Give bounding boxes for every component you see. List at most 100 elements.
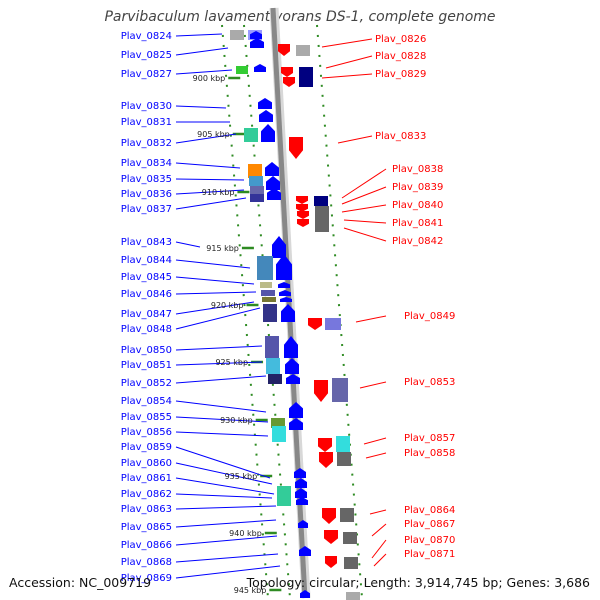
gene-leader-line [363, 437, 387, 445]
reverse-gene-arrow [308, 318, 322, 330]
gene-leader-line [175, 259, 251, 269]
cog-color-block [268, 374, 282, 384]
genome-summary-text: Topology: circular; Length: 3,914,745 bp… [246, 575, 590, 590]
forward-gene-arrow [286, 374, 300, 384]
gene-leader-line [337, 135, 373, 144]
gene-label-left: Plav_0861 [121, 473, 172, 484]
gene-label-right: Plav_0870 [404, 535, 455, 546]
gene-leader-line [175, 493, 273, 499]
cog-color-block [346, 592, 360, 600]
gene-label-left: Plav_0843 [121, 237, 172, 248]
gene-label-left: Plav_0832 [121, 138, 172, 149]
forward-gene-arrow [280, 297, 292, 302]
forward-gene-arrow [250, 38, 264, 48]
ruler-label: 905 kbp [197, 130, 230, 139]
cog-color-block [325, 318, 341, 330]
cog-color-block [250, 186, 264, 194]
gene-label-right: Plav_0871 [404, 549, 455, 560]
gene-label-left: Plav_0852 [121, 378, 172, 389]
reverse-gene-arrow [325, 556, 337, 568]
forward-gene-arrow [296, 497, 308, 505]
gene-label-right: Plav_0826 [375, 34, 426, 45]
cog-color-block [299, 67, 313, 87]
gene-label-left: Plav_0868 [121, 557, 172, 568]
gene-leader-line [371, 523, 387, 537]
cog-color-block [263, 304, 277, 322]
cog-color-block [249, 176, 263, 186]
cog-color-block [265, 336, 279, 358]
gene-label-right: Plav_0849 [404, 311, 455, 322]
gene-leader-line [359, 381, 387, 389]
gene-label-right: Plav_0841 [392, 218, 443, 229]
cog-color-block [248, 164, 262, 178]
gene-label-right: Plav_0840 [392, 200, 443, 211]
ruler-label: 910 kbp [202, 188, 235, 197]
gene-label-left: Plav_0845 [121, 272, 172, 283]
gene-leader-line [175, 301, 255, 315]
cog-color-block [262, 297, 276, 302]
gene-leader-line [175, 477, 275, 495]
gene-label-right: Plav_0858 [404, 448, 455, 459]
cog-color-block [296, 45, 310, 56]
gene-leader-line [175, 462, 273, 485]
forward-gene-arrow [259, 110, 273, 122]
gene-leader-line [175, 505, 277, 510]
forward-gene-arrow [299, 546, 311, 556]
gene-label-left: Plav_0856 [121, 427, 172, 438]
cog-color-block [244, 128, 258, 142]
gene-leader-line [175, 446, 271, 479]
gene-leader-line [175, 345, 263, 351]
gene-leader-line [341, 186, 387, 205]
cog-color-block [337, 452, 351, 466]
cog-color-block [315, 206, 329, 232]
gene-label-right: Plav_0838 [392, 164, 443, 175]
gene-label-left: Plav_0825 [121, 50, 172, 61]
forward-gene-arrow [295, 478, 307, 488]
gene-leader-line [343, 227, 387, 242]
gene-label-left: Plav_0846 [121, 289, 172, 300]
forward-gene-arrow [267, 188, 281, 200]
gene-label-right: Plav_0842 [392, 236, 443, 247]
gene-leader-line [369, 509, 387, 515]
cog-color-block [250, 194, 264, 202]
gene-label-left: Plav_0837 [121, 204, 172, 215]
gene-leader-line [321, 73, 373, 79]
gene-label-left: Plav_0844 [121, 255, 172, 266]
gene-leader-line [175, 33, 223, 37]
reverse-gene-arrow [296, 204, 308, 212]
gene-leader-line [175, 291, 257, 295]
forward-gene-arrow [289, 402, 303, 418]
cog-color-block [336, 436, 350, 452]
gene-label-left: Plav_0854 [121, 396, 172, 407]
gene-leader-line [175, 162, 241, 169]
forward-gene-arrow [281, 304, 295, 322]
reverse-gene-arrow [322, 508, 336, 524]
cog-color-block [332, 378, 348, 402]
forward-gene-arrow [285, 358, 299, 374]
reverse-gene-arrow [319, 452, 333, 468]
gene-label-left: Plav_0830 [121, 101, 172, 112]
gene-leader-line [175, 416, 269, 423]
forward-gene-arrow [254, 64, 266, 72]
gene-leader-line [341, 204, 387, 213]
gene-label-left: Plav_0866 [121, 540, 172, 551]
gene-leader-line [175, 375, 267, 384]
gene-leader-line [175, 69, 233, 75]
forward-gene-arrow [289, 418, 303, 430]
ruler-label: 915 kbp [206, 244, 239, 253]
reverse-gene-arrow [289, 137, 303, 159]
cog-color-block [261, 290, 275, 296]
gene-label-left: Plav_0827 [121, 69, 172, 80]
reverse-gene-arrow [324, 530, 338, 544]
forward-gene-arrow [294, 468, 306, 478]
reverse-gene-arrow [314, 380, 328, 402]
ruler-label: 940 kbp [229, 529, 262, 538]
forward-gene-arrow [276, 254, 292, 280]
forward-gene-arrow [266, 176, 280, 190]
gene-label-right: Plav_0867 [404, 519, 455, 530]
forward-gene-arrow [298, 520, 308, 528]
gene-leader-line [175, 47, 229, 56]
gene-label-right: Plav_0828 [375, 51, 426, 62]
gene-label-left: Plav_0850 [121, 345, 172, 356]
gene-leader-line [175, 133, 237, 144]
